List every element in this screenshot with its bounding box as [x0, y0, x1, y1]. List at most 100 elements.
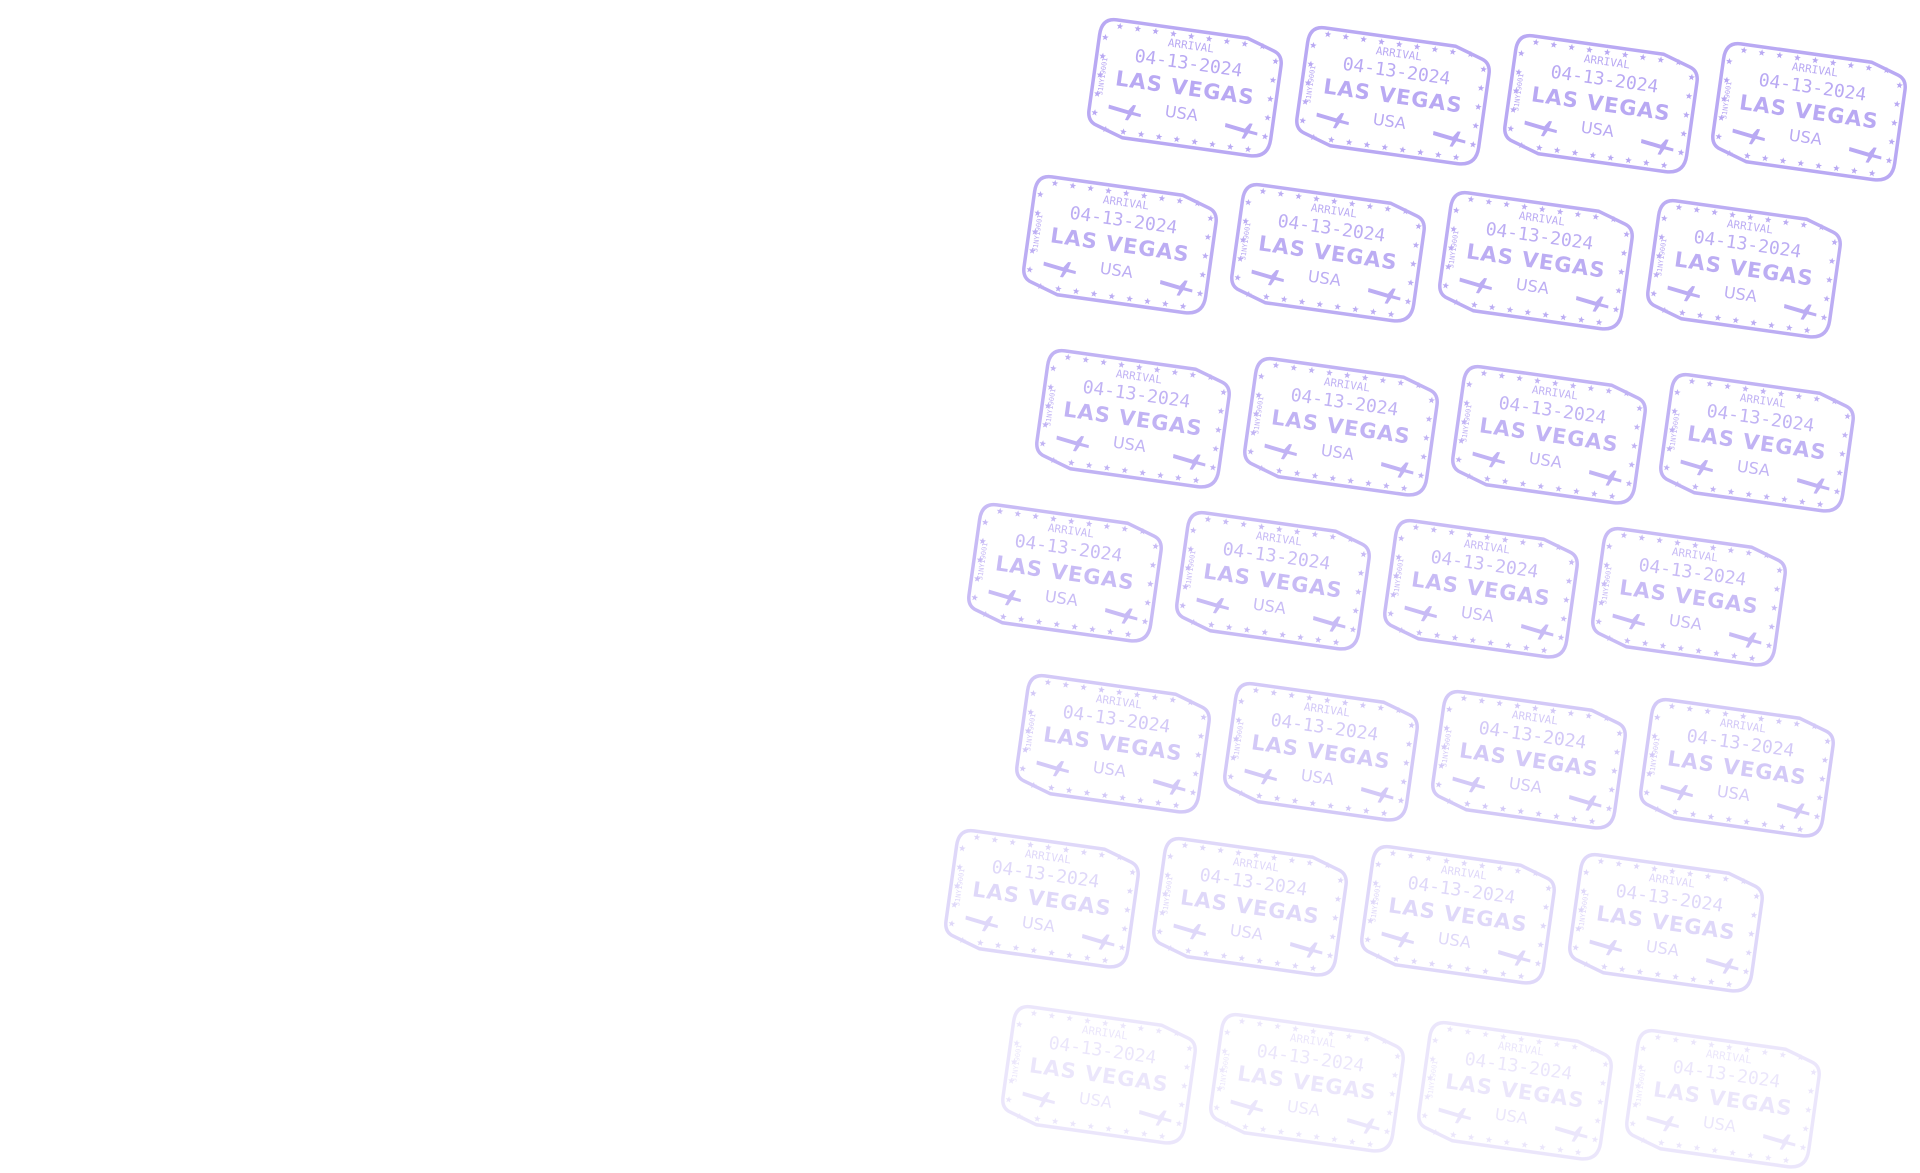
airplane-icon	[1172, 453, 1206, 470]
airplane-icon	[1524, 120, 1557, 137]
passport-stamp: ARRIVAL 04-13-2024 LAS VEGAS USA 31NY190…	[996, 1001, 1201, 1148]
star-icons	[948, 833, 1137, 964]
star-icons	[1234, 187, 1423, 318]
passport-stamp: ARRIVAL 04-13-2024 LAS VEGAS USA 31NY190…	[1412, 1017, 1617, 1164]
stamp-border	[1659, 372, 1855, 513]
airplane-icon	[1796, 477, 1830, 494]
airplane-icon	[1588, 469, 1622, 486]
airplane-icon	[1367, 287, 1401, 304]
passport-stamp: ARRIVAL 04-13-2024 LAS VEGAS USA 31NY190…	[1433, 187, 1638, 334]
star-icons	[1507, 38, 1696, 169]
stamp-border	[1223, 681, 1419, 822]
airplane-icon	[1244, 768, 1277, 785]
passport-stamp: ARRIVAL 04-13-2024 LAS VEGAS USA 31NY190…	[1147, 833, 1352, 980]
airplane-icon	[1680, 459, 1713, 476]
airplane-icon	[1381, 931, 1414, 948]
star-icons	[1039, 353, 1228, 484]
airplane-icon	[1081, 933, 1115, 950]
airplane-icon	[1459, 277, 1492, 294]
star-icons	[1650, 203, 1839, 334]
star-icons	[1364, 849, 1553, 980]
passport-stamp: ARRIVAL 04-13-2024 LAS VEGAS USA 31NY190…	[1218, 678, 1423, 825]
star-icons	[1179, 515, 1368, 646]
stamp-border	[1022, 174, 1218, 315]
star-icons	[1442, 195, 1631, 326]
stamp-border	[944, 828, 1140, 969]
airplane-icon	[1316, 112, 1349, 129]
star-icons	[1026, 179, 1215, 310]
airplane-icon	[1108, 104, 1141, 121]
passport-stamp: ARRIVAL 04-13-2024 LAS VEGAS USA 31NY190…	[1355, 841, 1560, 988]
airplane-icon	[1289, 941, 1323, 958]
airplane-icon	[1640, 138, 1674, 155]
passport-stamp: ARRIVAL 04-13-2024 LAS VEGAS USA 31NY190…	[1498, 30, 1703, 177]
star-icons	[1663, 377, 1852, 508]
airplane-icon	[1568, 794, 1602, 811]
star-icons	[1455, 369, 1644, 500]
stamp-border	[1383, 518, 1579, 659]
stamp-border	[1087, 17, 1283, 158]
passport-stamp: ARRIVAL 04-13-2024 LAS VEGAS USA 31NY190…	[1634, 694, 1839, 841]
star-icons	[1643, 702, 1832, 833]
stamp-border	[1639, 697, 1835, 838]
stamp-border	[1431, 689, 1627, 830]
airplane-icon	[1589, 939, 1622, 956]
star-icons	[1247, 361, 1436, 492]
airplane-icon	[1251, 269, 1284, 286]
airplane-icon	[1312, 615, 1346, 632]
airplane-icon	[1056, 435, 1089, 452]
airplane-icon	[1452, 776, 1485, 793]
passport-stamp: ARRIVAL 04-13-2024 LAS VEGAS USA 31NY190…	[1017, 171, 1222, 318]
stamp-border	[1451, 364, 1647, 505]
passport-stamp: ARRIVAL 04-13-2024 LAS VEGAS USA 31NY190…	[1446, 361, 1651, 508]
stamp-border	[1230, 182, 1426, 323]
airplane-icon	[1705, 957, 1739, 974]
airplane-icon	[988, 589, 1021, 606]
airplane-icon	[1404, 605, 1437, 622]
passport-stamp: ARRIVAL 04-13-2024 LAS VEGAS USA 31NY190…	[1170, 507, 1375, 654]
airplane-icon	[1660, 784, 1693, 801]
airplane-icon	[1728, 631, 1762, 648]
airplane-icon	[1783, 303, 1817, 320]
passport-stamp: ARRIVAL 04-13-2024 LAS VEGAS USA 31NY190…	[1706, 38, 1911, 185]
passport-stamp: ARRIVAL 04-13-2024 LAS VEGAS USA 31NY190…	[1641, 195, 1846, 342]
passport-stamp: ARRIVAL 04-13-2024 LAS VEGAS USA 31NY190…	[1290, 22, 1495, 169]
passport-stamp: ARRIVAL 04-13-2024 LAS VEGAS USA 31NY190…	[1620, 1025, 1825, 1172]
passport-stamp: ARRIVAL 04-13-2024 LAS VEGAS USA 31NY190…	[962, 499, 1167, 646]
passport-stamp: ARRIVAL 04-13-2024 LAS VEGAS USA 31NY190…	[1563, 849, 1768, 996]
passport-stamp: ARRIVAL 04-13-2024 LAS VEGAS USA 31NY190…	[1238, 353, 1443, 500]
airplane-icon	[1472, 451, 1505, 468]
airplane-icon	[965, 915, 998, 932]
star-icons	[1435, 694, 1624, 825]
airplane-icon	[1224, 122, 1258, 139]
airplane-icon	[1152, 778, 1186, 795]
star-icons	[1227, 686, 1416, 817]
stamp-border	[1711, 41, 1907, 182]
airplane-icon	[1575, 295, 1609, 312]
airplane-icon	[1520, 623, 1554, 640]
star-icons	[1019, 678, 1208, 809]
stamp-border	[1295, 25, 1491, 166]
airplane-icon	[1432, 130, 1466, 147]
star-icons	[1715, 46, 1904, 177]
airplane-icon	[1848, 146, 1882, 163]
star-icons	[1299, 30, 1488, 161]
airplane-icon	[1360, 786, 1394, 803]
airplane-icon	[1667, 285, 1700, 302]
stamp-border	[1591, 526, 1787, 667]
airplane-icon	[1380, 461, 1414, 478]
stamp-border	[1175, 510, 1371, 651]
stamp-border	[1035, 348, 1231, 489]
passport-stamp: ARRIVAL 04-13-2024 LAS VEGAS USA 31NY190…	[1426, 686, 1631, 833]
stamp-border	[967, 502, 1163, 643]
airplane-icon	[1776, 802, 1810, 819]
stamp-border	[1360, 844, 1556, 985]
star-icons	[1156, 841, 1345, 972]
stamp-border	[1568, 852, 1764, 993]
stamp-border	[1243, 356, 1439, 497]
airplane-icon	[1497, 949, 1531, 966]
passport-stamp: ARRIVAL 04-13-2024 LAS VEGAS USA 31NY190…	[1082, 14, 1287, 161]
passport-stamp: ARRIVAL 04-13-2024 LAS VEGAS USA 31NY190…	[1010, 670, 1215, 817]
passport-stamp: ARRIVAL 04-13-2024 LAS VEGAS USA 31NY190…	[1378, 515, 1583, 662]
stamp-border	[1646, 198, 1842, 339]
